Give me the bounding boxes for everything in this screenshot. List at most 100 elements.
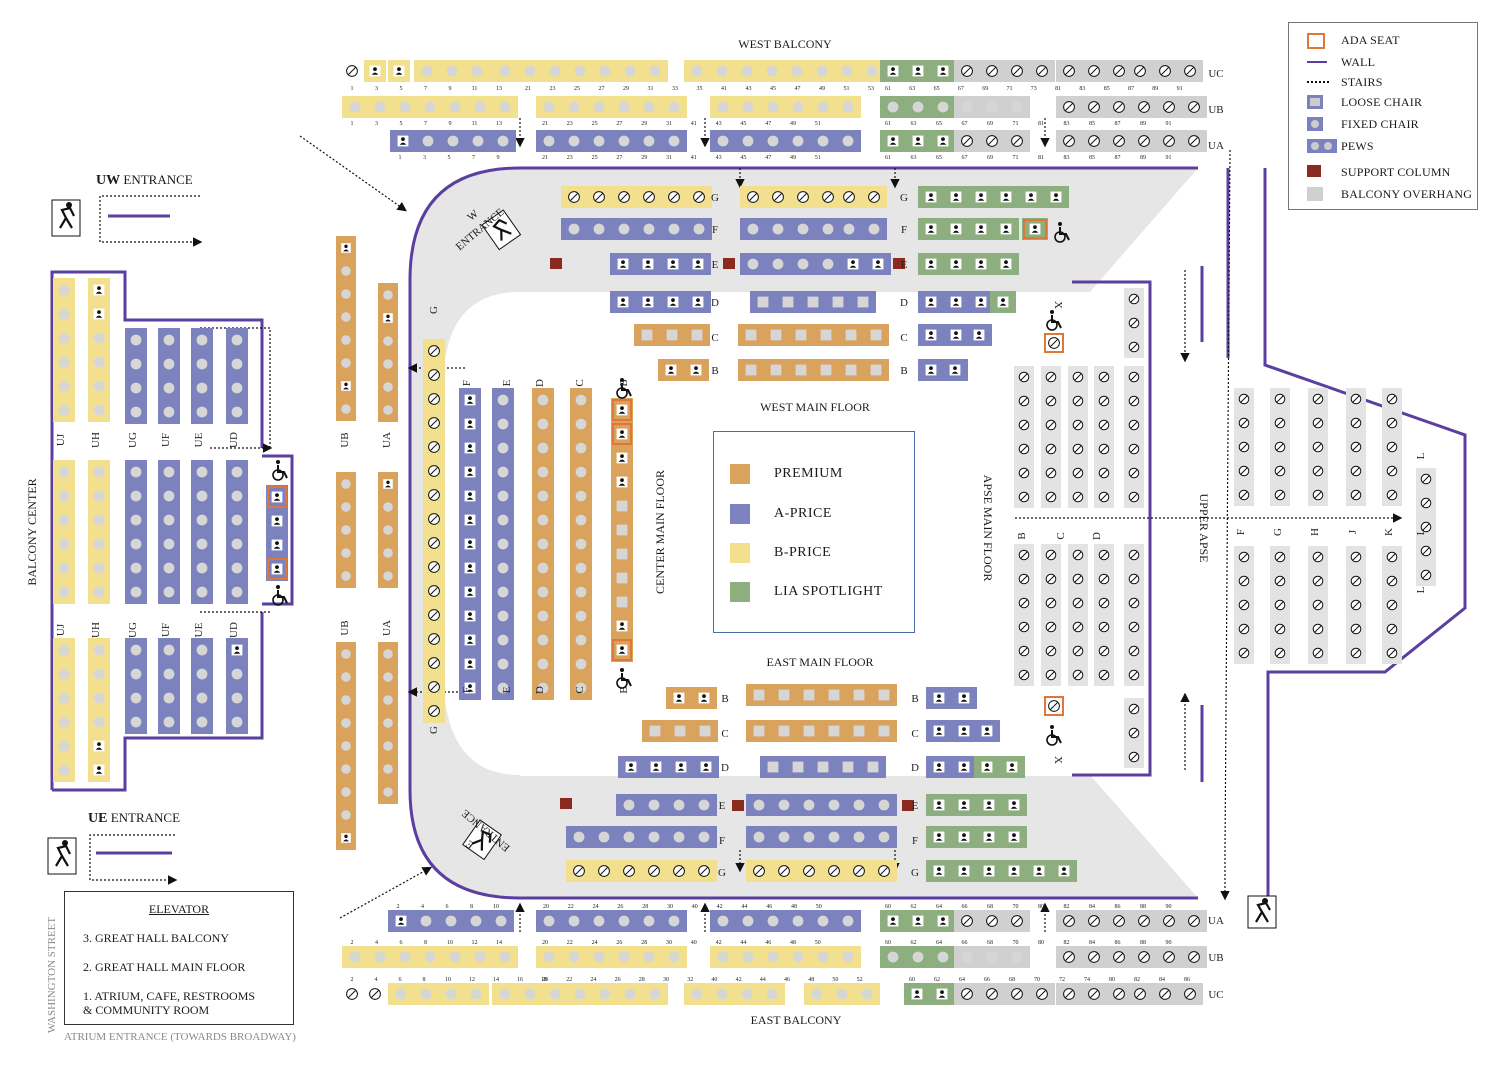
seat[interactable] — [668, 862, 690, 880]
seat[interactable] — [1272, 572, 1288, 590]
seat[interactable] — [1016, 392, 1032, 410]
seat[interactable] — [380, 713, 396, 733]
seat[interactable] — [1272, 486, 1288, 504]
seat[interactable] — [873, 796, 895, 814]
seat[interactable] — [823, 722, 845, 740]
seat[interactable] — [425, 677, 443, 697]
seat[interactable] — [193, 640, 211, 660]
seat[interactable] — [837, 98, 859, 116]
seat[interactable] — [534, 534, 552, 554]
seat[interactable] — [932, 98, 954, 116]
seat[interactable] — [812, 758, 834, 776]
seat[interactable] — [1126, 700, 1142, 718]
seat[interactable] — [228, 330, 246, 350]
seat[interactable] — [1126, 570, 1142, 588]
seat[interactable] — [369, 948, 391, 966]
seat[interactable] — [920, 220, 942, 238]
seat[interactable] — [906, 985, 928, 1003]
seat[interactable] — [668, 796, 690, 814]
seat[interactable] — [1384, 414, 1400, 432]
seat[interactable] — [588, 912, 610, 930]
seat[interactable] — [838, 220, 860, 238]
seat[interactable] — [995, 255, 1017, 273]
seat[interactable] — [663, 948, 685, 966]
seat[interactable] — [55, 352, 73, 372]
seat[interactable] — [55, 534, 73, 554]
seat[interactable] — [127, 534, 145, 554]
seat[interactable] — [1348, 572, 1364, 590]
seat[interactable] — [1016, 546, 1032, 564]
seat[interactable] — [787, 912, 809, 930]
seat[interactable] — [762, 948, 784, 966]
seat[interactable] — [572, 486, 590, 506]
seat[interactable] — [338, 805, 354, 825]
seat[interactable] — [1108, 98, 1130, 116]
seat[interactable] — [127, 510, 145, 530]
seat[interactable] — [981, 948, 1003, 966]
seat[interactable] — [806, 985, 828, 1003]
seat[interactable] — [343, 985, 361, 1003]
seat[interactable] — [1096, 488, 1112, 506]
seat[interactable] — [932, 948, 954, 966]
seat[interactable] — [90, 376, 108, 396]
seat[interactable] — [534, 486, 552, 506]
seat[interactable] — [1126, 594, 1142, 612]
seat[interactable] — [193, 330, 211, 350]
seat[interactable] — [693, 796, 715, 814]
seat[interactable] — [1070, 440, 1086, 458]
seat[interactable] — [669, 722, 691, 740]
seat[interactable] — [563, 132, 585, 150]
seat[interactable] — [380, 644, 396, 664]
seat[interactable] — [1384, 438, 1400, 456]
seat[interactable] — [978, 862, 1000, 880]
seat[interactable] — [1126, 338, 1142, 356]
seat[interactable] — [817, 188, 839, 206]
seat[interactable] — [945, 220, 967, 238]
seat[interactable] — [685, 361, 707, 379]
seat[interactable] — [612, 255, 634, 273]
seat[interactable] — [613, 568, 631, 588]
seat[interactable] — [160, 582, 178, 602]
seat[interactable] — [494, 414, 512, 434]
seat[interactable] — [848, 828, 870, 846]
seat[interactable] — [613, 98, 635, 116]
seat[interactable] — [736, 985, 758, 1003]
seat[interactable] — [1384, 390, 1400, 408]
seat[interactable] — [1348, 438, 1364, 456]
seat[interactable] — [494, 390, 512, 410]
seat[interactable] — [663, 912, 685, 930]
seat[interactable] — [790, 361, 812, 379]
seat[interactable] — [1044, 333, 1064, 353]
seat[interactable] — [425, 485, 443, 505]
seat[interactable] — [127, 640, 145, 660]
seat[interactable] — [160, 640, 178, 660]
seat[interactable] — [441, 62, 463, 80]
seat[interactable] — [928, 758, 950, 776]
seat[interactable] — [1053, 862, 1075, 880]
seat[interactable] — [953, 758, 975, 776]
seat[interactable] — [773, 828, 795, 846]
seat[interactable] — [643, 828, 665, 846]
seat[interactable] — [837, 132, 859, 150]
seat[interactable] — [981, 912, 1003, 930]
seat[interactable] — [338, 713, 354, 733]
seat[interactable] — [228, 510, 246, 530]
seat[interactable] — [693, 689, 715, 707]
seat[interactable] — [1384, 572, 1400, 590]
seat[interactable] — [55, 712, 73, 732]
seat[interactable] — [670, 758, 692, 776]
seat[interactable] — [55, 304, 73, 324]
seat[interactable] — [572, 678, 590, 698]
seat[interactable] — [1043, 618, 1059, 636]
seat[interactable] — [563, 220, 585, 238]
seat[interactable] — [588, 98, 610, 116]
seat[interactable] — [1236, 644, 1252, 662]
seat[interactable] — [55, 280, 73, 300]
seat[interactable] — [193, 402, 211, 422]
seat[interactable] — [380, 566, 396, 586]
seat[interactable] — [1003, 828, 1025, 846]
seat[interactable] — [711, 62, 733, 80]
seat[interactable] — [1179, 62, 1201, 80]
seat[interactable] — [494, 654, 512, 674]
seat[interactable] — [160, 558, 178, 578]
